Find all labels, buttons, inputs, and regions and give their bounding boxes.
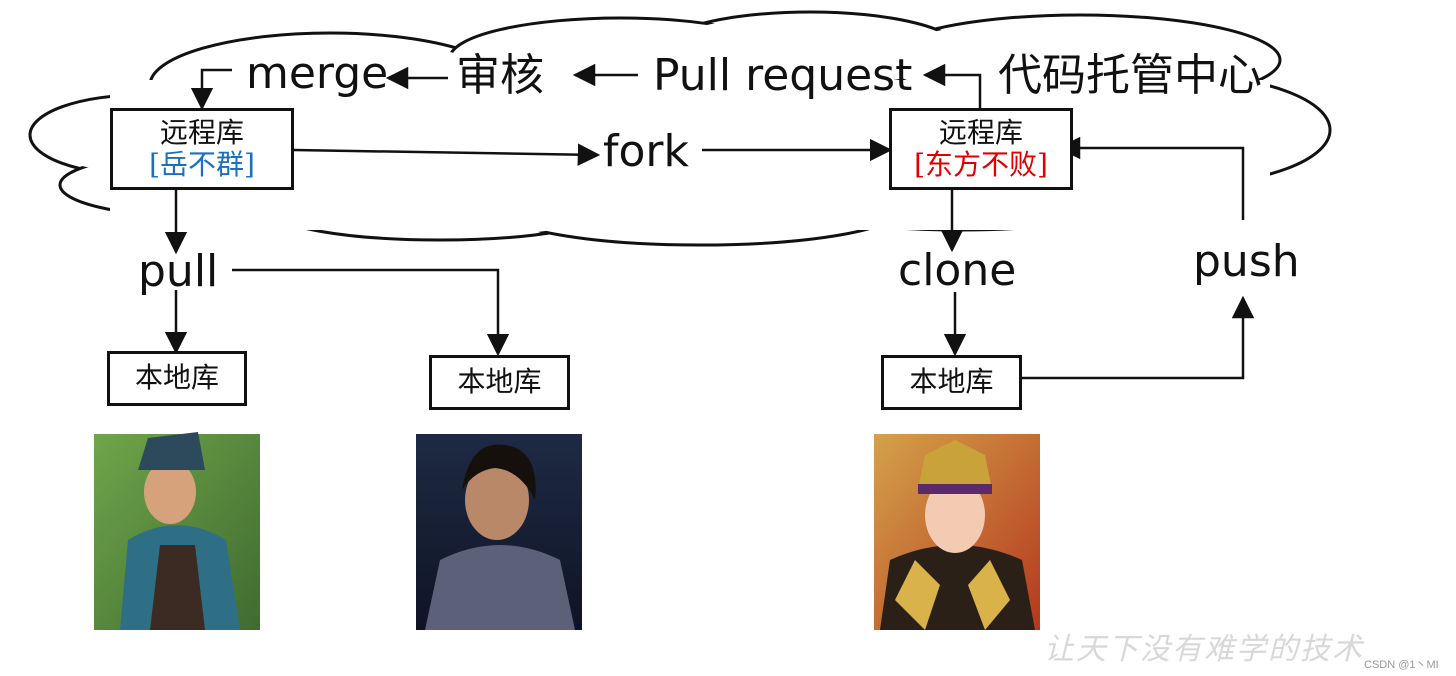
remote-repo-left-label: 远程库	[159, 115, 244, 149]
portrait-right	[874, 434, 1040, 630]
remote-repo-right-label: 远程库	[938, 115, 1023, 149]
cloud-title: 代码托管中心	[998, 50, 1262, 101]
arrow-left-remote-to-fork	[293, 143, 601, 166]
remote-repo-left: 远程库 [岳不群]	[110, 108, 294, 190]
local-repo-1: 本地库	[107, 351, 247, 406]
arrow-merge-to-left-remote	[190, 68, 232, 111]
arrow-push-to-right-remote	[1057, 136, 1245, 220]
step-push: push	[1193, 236, 1300, 287]
remote-repo-right: 远程库 [东方不败]	[889, 108, 1073, 190]
credit-text: CSDN @1丶MI	[1364, 659, 1439, 671]
arrow-pull-to-local-2	[232, 268, 510, 357]
portrait-middle	[416, 434, 582, 630]
step-clone: clone	[898, 245, 1017, 296]
arrows	[164, 63, 1255, 380]
step-merge: merge	[246, 48, 389, 99]
cloud-fill	[33, 15, 1327, 242]
local-repo-2: 本地库	[429, 355, 570, 410]
local-repo-3-label: 本地库	[909, 365, 994, 399]
arrow-right-remote-to-pull-request	[922, 63, 982, 108]
step-fork: fork	[603, 126, 689, 177]
step-pull-request: Pull request	[653, 50, 913, 101]
local-repo-3: 本地库	[881, 355, 1022, 410]
local-repo-1-label: 本地库	[134, 361, 219, 395]
step-review: 审核	[456, 50, 544, 101]
watermark-text: 让天下没有难学的技术	[1044, 632, 1364, 667]
portrait-left	[94, 432, 260, 630]
remote-repo-right-owner: [东方不败]	[914, 148, 1048, 181]
arrow-local-3-to-push	[1022, 295, 1255, 380]
local-repo-2-label: 本地库	[457, 365, 542, 399]
remote-repo-left-owner: [岳不群]	[149, 148, 255, 181]
step-pull: pull	[138, 246, 219, 297]
